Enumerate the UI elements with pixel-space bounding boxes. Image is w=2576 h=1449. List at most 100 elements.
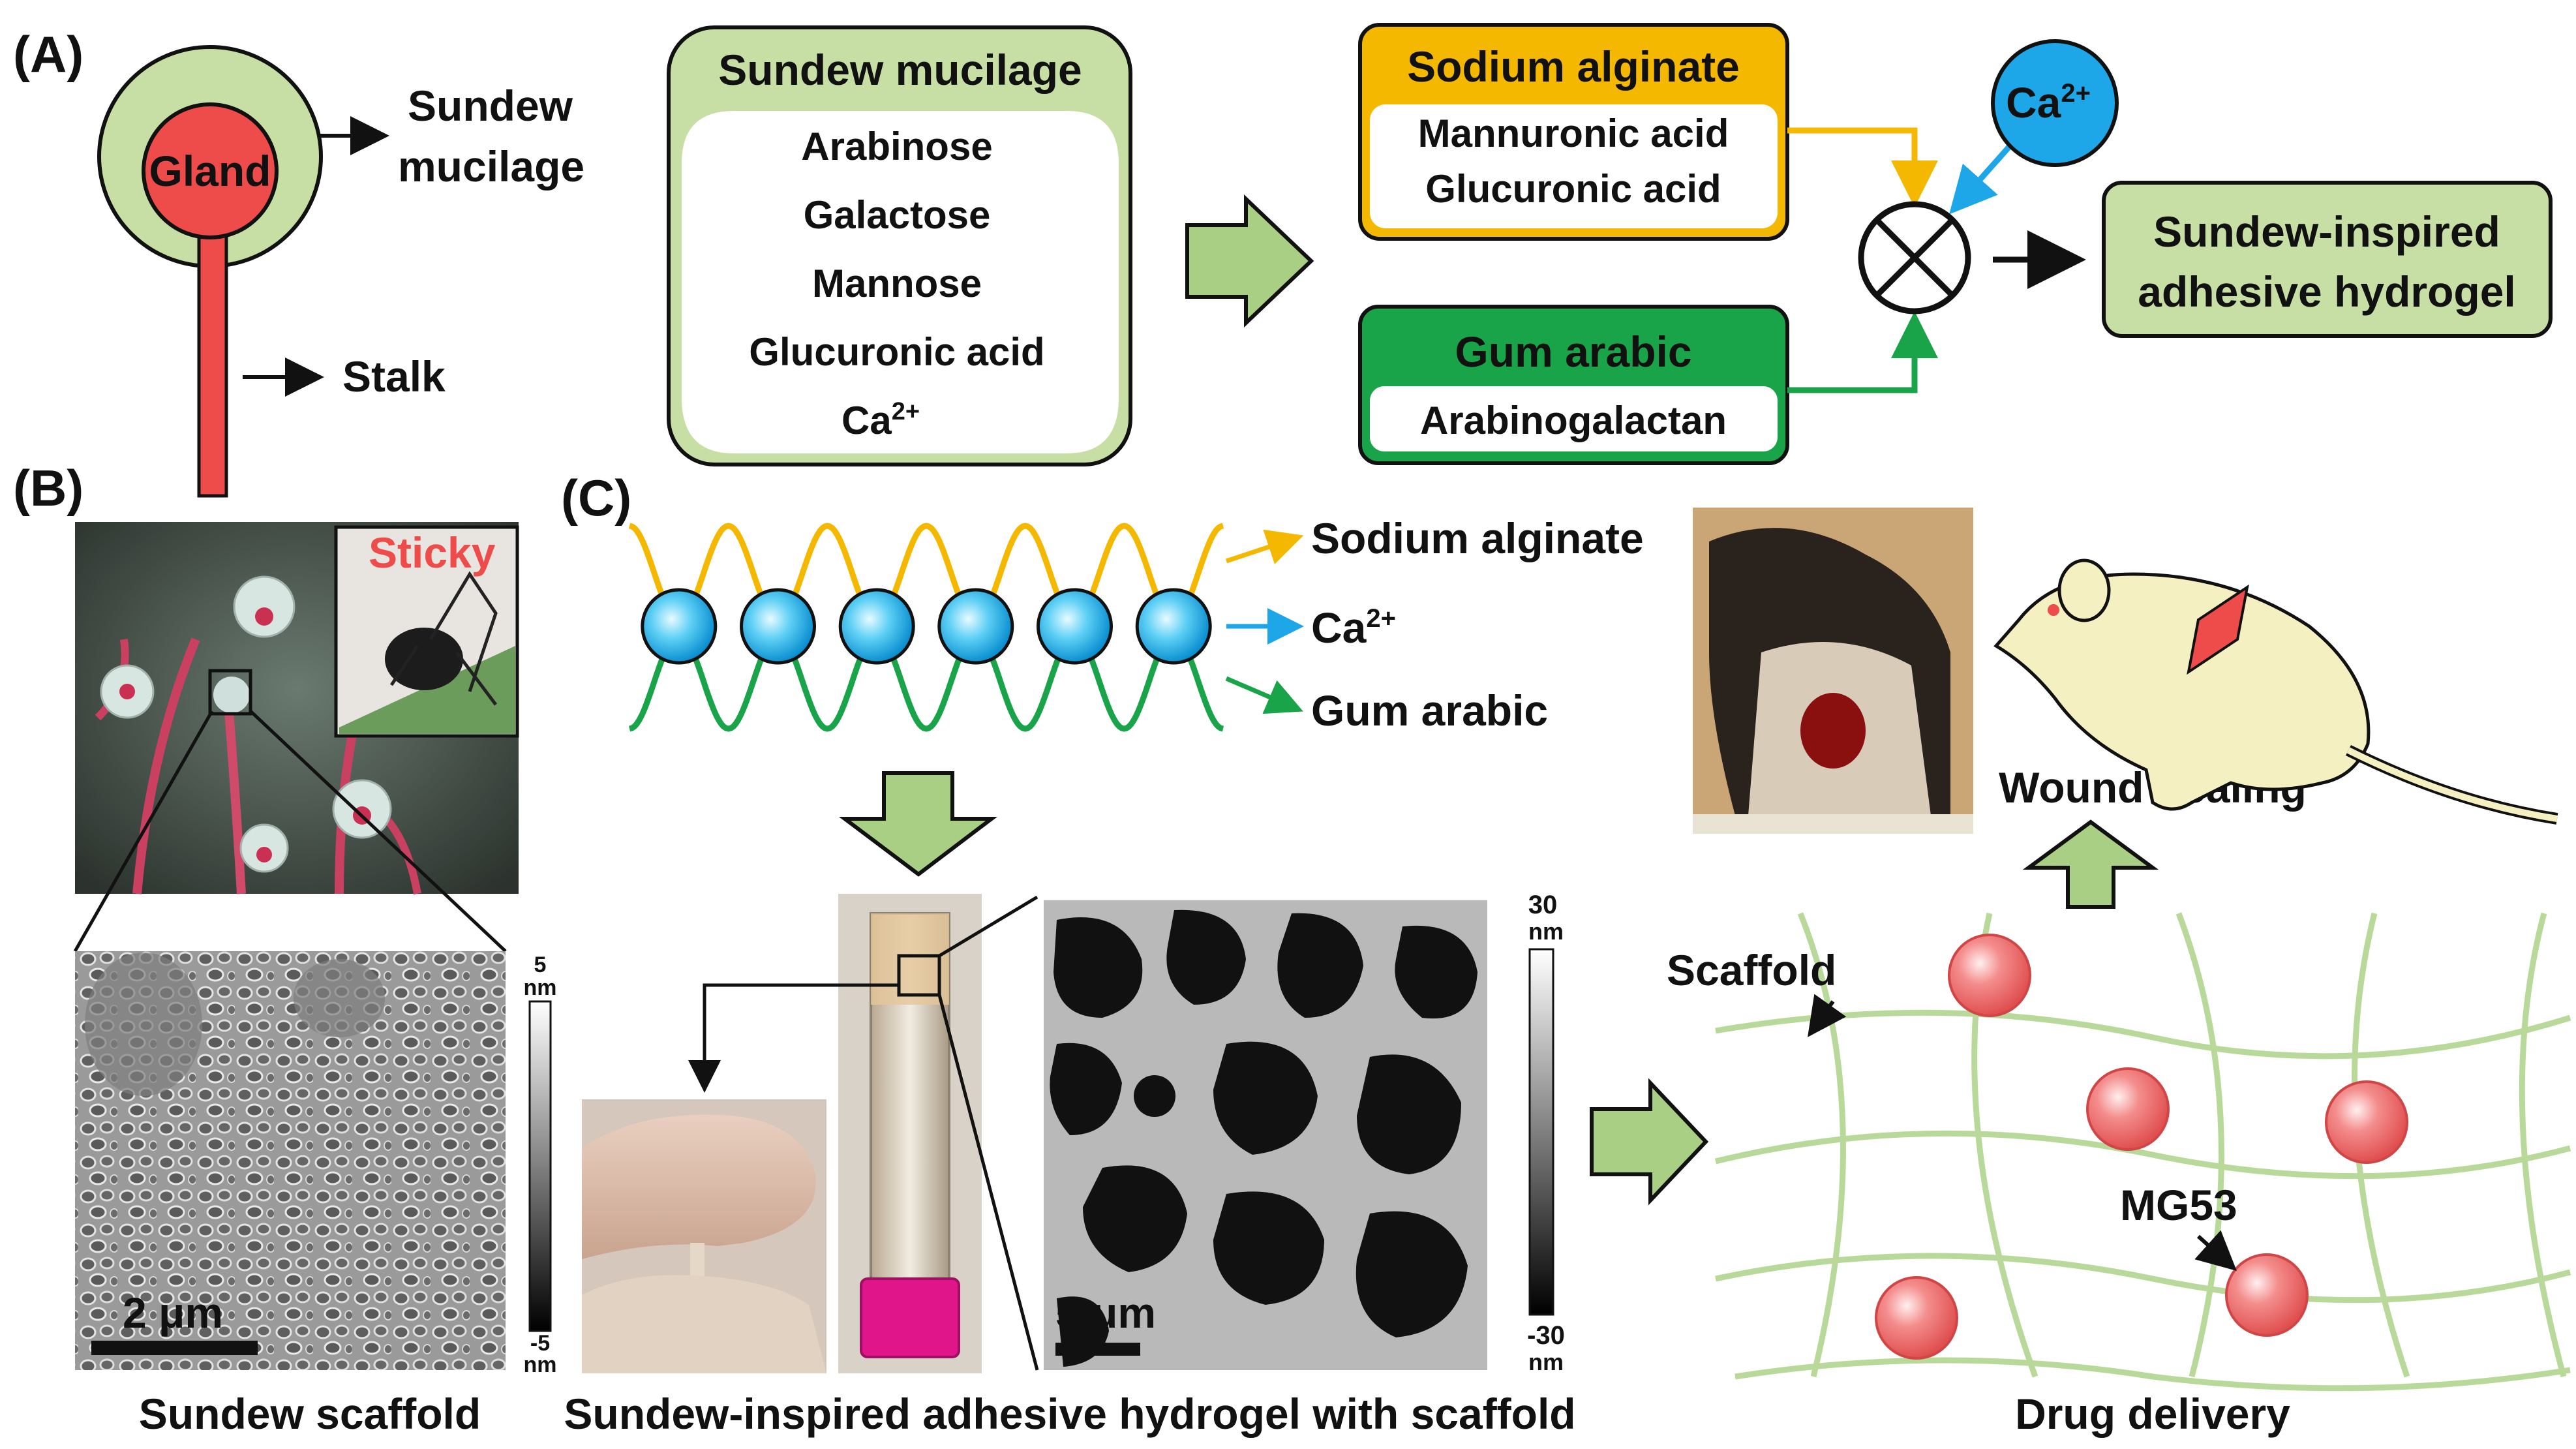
gum-connector bbox=[1787, 311, 1938, 393]
gum-box-inner bbox=[1370, 386, 1778, 451]
legend-ca-base: Ca bbox=[1311, 603, 1367, 652]
tube-photo bbox=[838, 894, 982, 1373]
pore-2 bbox=[1166, 909, 1246, 1005]
afm-large-pore-2 bbox=[294, 959, 385, 1037]
pore-1 bbox=[1053, 917, 1143, 1018]
ca-ball-6 bbox=[1135, 588, 1212, 665]
legend-arrow-gum bbox=[1225, 676, 1303, 714]
scale-bar-b bbox=[91, 1341, 258, 1355]
scaffold-mesh bbox=[1714, 912, 2571, 1392]
droplet-1-gland bbox=[119, 684, 135, 699]
afm-large-pore-1 bbox=[85, 953, 202, 1096]
droplet-2 bbox=[233, 575, 295, 638]
mucilage-item-4: Glucuronic acid bbox=[749, 330, 1044, 374]
scale-bar-c bbox=[1055, 1343, 1140, 1356]
caption-drug: Drug delivery bbox=[2015, 1390, 2290, 1438]
mg53-particle-4 bbox=[1875, 1276, 1958, 1360]
mouse-ear bbox=[2057, 558, 2111, 622]
process-arrow-right-2 bbox=[1590, 1078, 1709, 1206]
tentacle-1 bbox=[132, 637, 200, 894]
tube-to-finger-arrow bbox=[688, 983, 900, 1093]
mucilage-label-1: Sundew bbox=[408, 82, 573, 130]
ruler-strip bbox=[1693, 814, 1973, 834]
mg53-particle-2 bbox=[2086, 1067, 2170, 1151]
tentacle-2 bbox=[224, 704, 246, 894]
zoom-line-c-top bbox=[938, 895, 1038, 958]
legend-arrow-alginate bbox=[1225, 529, 1304, 564]
alginate-line-1: Mannuronic acid bbox=[1418, 112, 1729, 155]
finger-photo bbox=[582, 1099, 826, 1373]
pore-9 bbox=[1083, 1165, 1187, 1272]
mucilage-item-3: Mannose bbox=[812, 262, 982, 305]
colorbar-c-bottom: -30 bbox=[1527, 1321, 1565, 1350]
alginate-connector bbox=[1787, 127, 1938, 207]
adhesive-surface bbox=[582, 1275, 826, 1373]
colorbar-c bbox=[1528, 948, 1554, 1316]
ca-ball-3 bbox=[838, 588, 915, 665]
tube-cap bbox=[860, 1277, 960, 1358]
ca-circle-sup: 2+ bbox=[2061, 79, 2091, 108]
panel-c-label: (C) bbox=[561, 469, 631, 526]
colorbar-c-bottom-unit: nm bbox=[1528, 1349, 1564, 1375]
ca-ball-1 bbox=[641, 588, 718, 665]
mesh-h-1 bbox=[1715, 1009, 2571, 1060]
panel-a-label: (A) bbox=[13, 25, 83, 83]
ca-circle-base: Ca bbox=[2006, 78, 2062, 127]
colorbar-b-bottom: -5 bbox=[530, 1331, 550, 1356]
legend-ca-sup: 2+ bbox=[1366, 604, 1396, 633]
alginate-line-2: Glucuronic acid bbox=[1425, 167, 1721, 211]
legend-alginate: Sodium alginate bbox=[1311, 514, 1644, 562]
pore-5 bbox=[1050, 1043, 1122, 1135]
adhesive-strand bbox=[690, 1243, 705, 1279]
pore-6 bbox=[1134, 1075, 1175, 1117]
mesh-v-3 bbox=[2175, 912, 2224, 1378]
pore-3 bbox=[1277, 913, 1363, 1018]
result-line-2: adhesive hydrogel bbox=[2138, 267, 2516, 316]
mucilage-ca-sup: 2+ bbox=[892, 398, 920, 425]
mesh-h-3 bbox=[1715, 1253, 2571, 1304]
pore-4 bbox=[1395, 925, 1477, 1019]
alginate-wave bbox=[628, 523, 1224, 623]
gland-label: Gland bbox=[149, 147, 271, 195]
mouse-tail-outline bbox=[2345, 744, 2558, 825]
wound-spot bbox=[1800, 693, 1866, 769]
colorbar-b-top: 5 bbox=[534, 953, 547, 977]
sticky-label: Sticky bbox=[369, 528, 496, 577]
result-line-1: Sundew-inspired bbox=[2153, 207, 2500, 256]
pore-11 bbox=[1356, 1211, 1468, 1337]
droplet-2-gland bbox=[255, 607, 273, 626]
mouse-illustration bbox=[1993, 558, 2558, 825]
colorbar-b-top-unit: nm bbox=[524, 975, 557, 1000]
ca-connector bbox=[1949, 145, 2012, 215]
mouse-eye bbox=[2048, 604, 2059, 616]
mucilage-label-2: mucilage bbox=[398, 142, 584, 191]
process-arrow-down bbox=[839, 771, 997, 877]
pore-8 bbox=[1357, 1054, 1461, 1174]
colorbar-b bbox=[528, 1000, 552, 1332]
gland-shape bbox=[142, 102, 279, 239]
ca-ball-2 bbox=[740, 588, 816, 665]
colorbar-c-top: 30 bbox=[1528, 891, 1558, 919]
mesh-h-4 bbox=[1735, 1357, 2571, 1392]
mouse-wound-patch bbox=[2187, 584, 2249, 675]
mesh-v-1 bbox=[1797, 912, 1846, 1378]
mix-node-cross-2 bbox=[1874, 217, 1955, 298]
colorbar-b-bottom-unit: nm bbox=[524, 1352, 557, 1377]
process-arrow-up bbox=[2022, 819, 2159, 909]
scale-bar-c-label: 5 μm bbox=[1055, 1289, 1156, 1337]
mg53-particle-3 bbox=[2325, 1080, 2408, 1164]
mesh-v-5 bbox=[2519, 912, 2567, 1378]
zoom-line-c-bottom bbox=[937, 994, 1039, 1371]
legend-ca: Ca2+ bbox=[1311, 603, 1396, 652]
stalk-shape bbox=[197, 233, 228, 498]
mucilage-box-title: Sundew mucilage bbox=[718, 46, 1082, 94]
pore-10 bbox=[1213, 1191, 1324, 1305]
zoom-box-c bbox=[897, 954, 941, 997]
gum-wave bbox=[628, 632, 1224, 732]
mucilage-item-2: Galactose bbox=[804, 193, 991, 237]
droplet-3 bbox=[213, 677, 250, 713]
mg53-particle-1 bbox=[1948, 934, 2031, 1017]
tube-gel bbox=[871, 913, 949, 1005]
zoom-box-b bbox=[208, 669, 252, 716]
stalk-label: Stalk bbox=[342, 352, 446, 401]
